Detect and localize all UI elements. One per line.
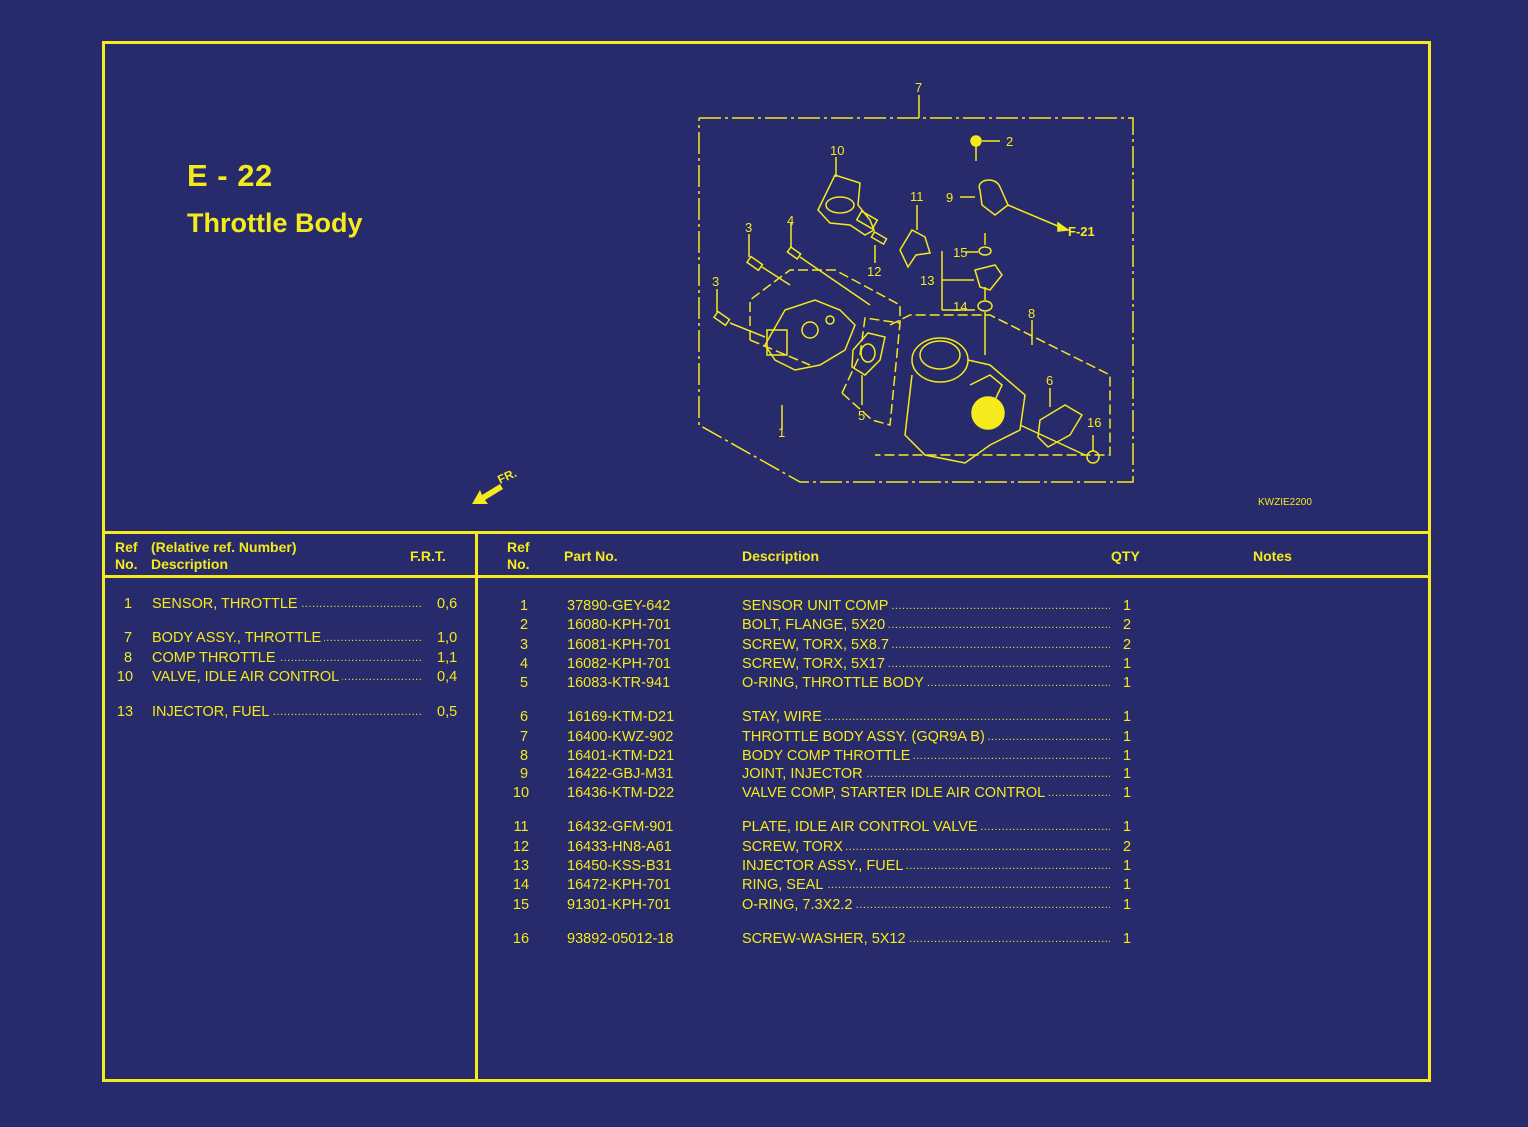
table-top-divider bbox=[102, 531, 1428, 534]
svg-text:8: 8 bbox=[1028, 306, 1035, 321]
parts-header-notes: Notes bbox=[1253, 548, 1292, 564]
parts-header-part-no: Part No. bbox=[564, 548, 618, 564]
table-header-divider bbox=[102, 575, 1428, 578]
svg-text:6: 6 bbox=[1046, 373, 1053, 388]
svg-text:5: 5 bbox=[858, 408, 865, 423]
svg-text:14: 14 bbox=[953, 299, 967, 314]
svg-text:3: 3 bbox=[745, 220, 752, 235]
svg-text:15: 15 bbox=[953, 245, 967, 260]
diagram-code: KWZIE2200 bbox=[1258, 497, 1312, 508]
parts-header-ref: Ref No. bbox=[507, 539, 530, 572]
svg-text:10: 10 bbox=[830, 143, 844, 158]
parts-header-description: Description bbox=[742, 548, 820, 564]
svg-text:9: 9 bbox=[946, 190, 953, 205]
frt-header-ref: Ref No. bbox=[115, 539, 138, 572]
throttle-body-illustration bbox=[904, 337, 1026, 464]
section-title: Throttle Body bbox=[187, 208, 363, 238]
svg-text:11: 11 bbox=[910, 189, 924, 204]
svg-text:FR.: FR. bbox=[495, 468, 518, 487]
parts-header-qty: QTY bbox=[1111, 548, 1140, 564]
svg-text:2: 2 bbox=[1006, 134, 1013, 149]
svg-text:3: 3 bbox=[712, 274, 719, 289]
svg-text:12: 12 bbox=[867, 264, 881, 279]
front-direction-indicator: FR. bbox=[470, 466, 530, 508]
svg-text:7: 7 bbox=[915, 80, 922, 95]
svg-text:4: 4 bbox=[787, 213, 794, 228]
table-column-divider bbox=[475, 531, 478, 1079]
svg-text:F-21: F-21 bbox=[1068, 224, 1095, 239]
idle-air-valve-illustration bbox=[817, 174, 879, 236]
frt-header-frt: F.R.T. bbox=[410, 548, 446, 564]
section-code: E - 22 bbox=[187, 158, 273, 193]
svg-text:13: 13 bbox=[920, 273, 934, 288]
svg-text:1: 1 bbox=[778, 425, 785, 440]
throttle-sensor-illustration bbox=[764, 299, 856, 371]
exploded-parts-diagram: 7 1 8 10 12 11 2 9 bbox=[690, 75, 1150, 495]
arrow-left-down-icon: FR. bbox=[472, 466, 519, 504]
frt-header-description: (Relative ref. Number) Description bbox=[151, 539, 297, 572]
page-frame bbox=[102, 41, 1431, 1082]
svg-text:16: 16 bbox=[1087, 415, 1101, 430]
